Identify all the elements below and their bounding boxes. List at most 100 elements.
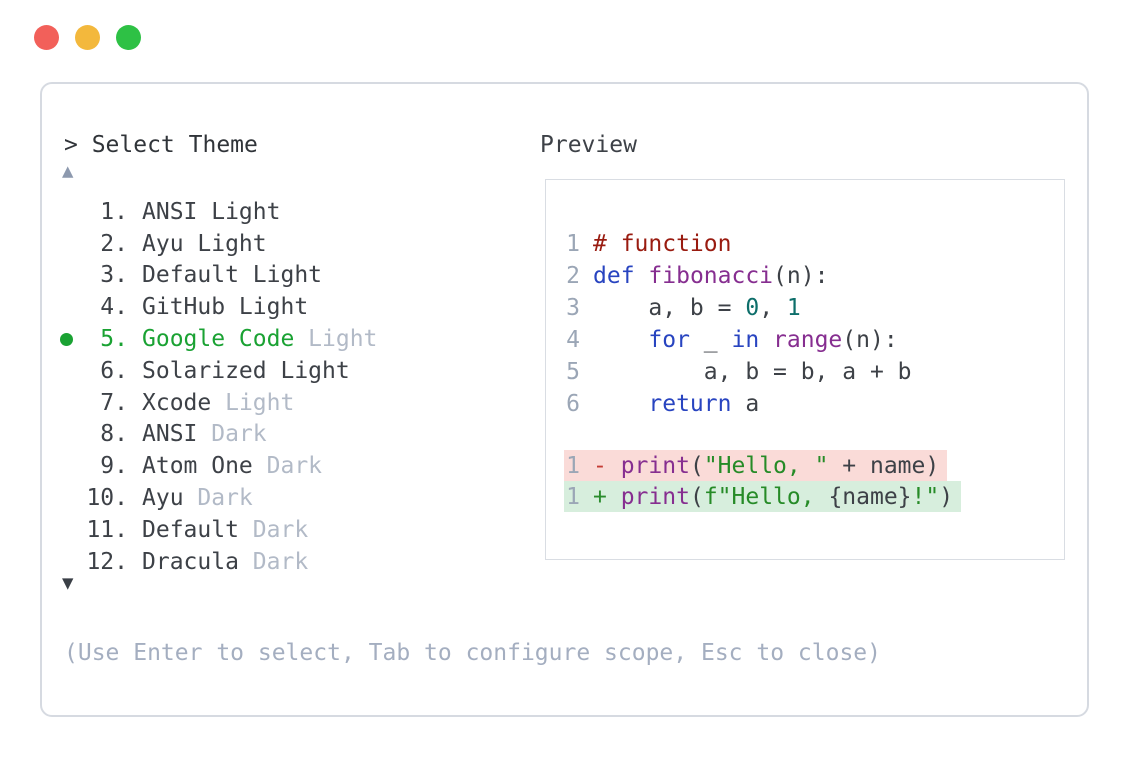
code-token: !"	[911, 483, 940, 510]
keyboard-hint: (Use Enter to select, Tab to configure s…	[64, 640, 881, 666]
theme-number: 12.	[86, 548, 128, 575]
code-token	[593, 391, 648, 417]
code-token: (	[689, 452, 704, 479]
code-line: 4 for _ in range(n):	[546, 324, 1064, 356]
code-token: a, b = b, a + b	[593, 359, 912, 385]
theme-number: 6.	[100, 357, 128, 384]
theme-name: Dracula	[142, 548, 253, 575]
code-token: f"Hello,	[703, 483, 829, 510]
theme-variant: Dark	[211, 421, 267, 448]
theme-option-12[interactable]: 12. Dracula Dark	[60, 546, 377, 578]
theme-option-8[interactable]: 8. ANSI Dark	[60, 419, 377, 451]
line-number: 1	[566, 231, 580, 257]
theme-number: 9.	[100, 453, 128, 480]
theme-option-11[interactable]: 11. Default Dark	[60, 514, 377, 546]
theme-name: Default Light	[142, 262, 323, 289]
theme-name: Atom One	[142, 453, 267, 480]
diff-line-added: 1 + print(f"Hello, {name}!")	[564, 481, 962, 512]
minimize-button[interactable]	[75, 25, 100, 50]
theme-number: 10.	[86, 485, 128, 512]
theme-variant: Light	[225, 389, 295, 416]
code-gap	[546, 420, 1064, 450]
code-line: 3 a, b = 0, 1	[546, 292, 1064, 324]
code-token: ,	[759, 295, 787, 321]
diff-row: 1- print("Hello, " + name)	[546, 450, 1064, 481]
theme-name: Google Code	[142, 326, 309, 353]
line-number: 1	[566, 452, 580, 479]
code-line: 1 # function	[546, 228, 1064, 260]
code-token: 0	[745, 295, 760, 321]
line-number: 3	[566, 295, 580, 321]
code-token: "Hello, "	[703, 452, 829, 479]
traffic-lights	[34, 25, 141, 50]
theme-variant: Dark	[266, 453, 323, 480]
scroll-down-icon[interactable]: ▼	[62, 572, 74, 594]
code-token: for	[648, 327, 690, 353]
select-theme-prompt: > Select Theme	[64, 132, 258, 158]
theme-number: 11.	[86, 516, 128, 543]
code-token: (n):	[842, 327, 898, 353]
theme-option-1[interactable]: 1.ANSI Light	[60, 196, 377, 228]
preview-title: Preview	[540, 132, 637, 158]
scroll-up-icon[interactable]: ▲	[62, 160, 74, 182]
code-token: fibonacci	[648, 263, 774, 289]
code-token: return	[648, 391, 732, 417]
line-number: 2	[566, 263, 580, 289]
theme-variant: Dark	[197, 485, 253, 512]
zoom-button[interactable]	[116, 25, 141, 50]
code-token: {name}	[828, 483, 912, 510]
code-token: +	[593, 483, 621, 510]
theme-option-2[interactable]: 2.Ayu Light	[60, 228, 377, 260]
selected-dot-icon	[60, 332, 73, 346]
code-token: a, b =	[593, 295, 746, 321]
theme-option-3[interactable]: 3.Default Light	[60, 260, 377, 292]
theme-variant: Dark	[252, 516, 309, 543]
theme-name: ANSI	[142, 421, 212, 448]
code-token	[593, 327, 648, 353]
code-token: + name)	[828, 452, 940, 479]
code-token: 1	[786, 295, 801, 321]
code-token: range	[773, 327, 843, 353]
code-token: (n):	[773, 263, 829, 289]
code-token: print	[620, 483, 690, 510]
diff-line-removed: 1- print("Hello, " + name)	[564, 450, 948, 481]
theme-option-4[interactable]: 4. GitHub Light	[60, 291, 377, 323]
code-token: )	[939, 483, 954, 510]
theme-name: Default	[142, 516, 253, 543]
line-number: 1	[566, 483, 580, 510]
code-token: # function	[593, 231, 732, 257]
theme-number: 4.	[100, 294, 128, 321]
theme-option-6[interactable]: 6.Solarized Light	[60, 355, 377, 387]
line-number: 5	[566, 359, 580, 385]
theme-option-9[interactable]: 9. Atom One Dark	[60, 450, 377, 482]
theme-option-7[interactable]: 7. Xcode Light	[60, 387, 377, 419]
theme-variant: Dark	[252, 548, 309, 575]
theme-name: ANSI Light	[142, 198, 281, 225]
code-line: 5 a, b = b, a + b	[546, 356, 1064, 388]
theme-name: Xcode	[142, 389, 226, 416]
theme-option-5[interactable]: 5.Google Code Light	[60, 323, 377, 355]
line-number: 4	[566, 327, 580, 353]
theme-number: 2.	[100, 230, 128, 257]
code-line: 6 return a	[546, 388, 1064, 420]
code-token: print	[620, 452, 690, 479]
theme-name: Ayu	[142, 485, 198, 512]
theme-name: GitHub Light	[142, 294, 309, 321]
code-token: in	[731, 327, 760, 353]
theme-number: 7.	[100, 389, 128, 416]
code-token: (	[689, 483, 704, 510]
code-token	[635, 263, 649, 289]
code-token: -	[593, 452, 621, 479]
code-token	[759, 327, 773, 353]
selected-indicator-slot	[60, 332, 86, 346]
close-button[interactable]	[34, 25, 59, 50]
code-token: a	[731, 391, 760, 417]
theme-number: 5.	[100, 326, 128, 353]
theme-option-10[interactable]: 10. Ayu Dark	[60, 482, 377, 514]
theme-number: 8.	[100, 421, 128, 448]
